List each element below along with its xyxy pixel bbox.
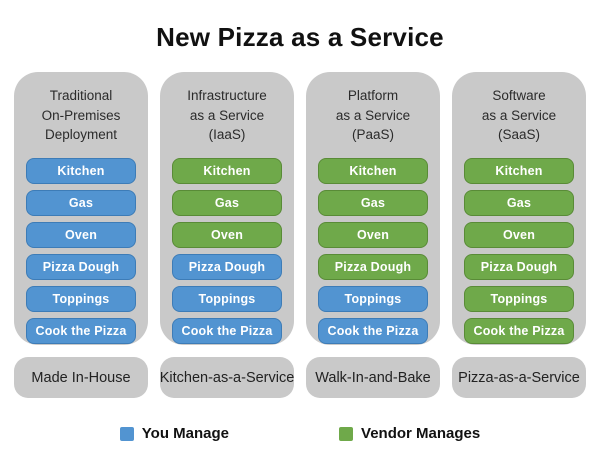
column-header-line: (PaaS)	[351, 127, 395, 142]
component-cook-the-pizza: Cook the Pizza	[464, 318, 574, 344]
column-header-line: (SaaS)	[497, 127, 541, 142]
component-pizza-dough: Pizza Dough	[318, 254, 428, 280]
component-kitchen: Kitchen	[464, 158, 574, 184]
component-pizza-dough: Pizza Dough	[172, 254, 282, 280]
vendor-manages-swatch-icon	[339, 426, 354, 441]
column-header: Infrastructure as a Service (IaaS)	[172, 86, 282, 144]
model-label-made-in-house: Made In-House	[14, 357, 148, 398]
column-header-line: Software	[492, 88, 546, 103]
model-label-kitchen-as-a-service: Kitchen-as-a-Service	[160, 357, 294, 398]
column-header-line: On-Premises	[41, 107, 121, 123]
component-kitchen: Kitchen	[318, 158, 428, 184]
component-gas: Gas	[464, 190, 574, 216]
column-header-line: Infrastructure	[187, 88, 267, 103]
column-header-line: (IaaS)	[208, 127, 246, 142]
component-toppings: Toppings	[172, 286, 282, 312]
column-header-line: as a Service	[335, 107, 411, 123]
component-gas: Gas	[26, 190, 136, 216]
column-header-line: as a Service	[481, 107, 557, 123]
model-label-walk-in-and-bake: Walk-In-and-Bake	[306, 357, 440, 398]
component-cook-the-pizza: Cook the Pizza	[318, 318, 428, 344]
component-oven: Oven	[318, 222, 428, 248]
component-cook-the-pizza: Cook the Pizza	[172, 318, 282, 344]
column-header: Software as a Service (SaaS)	[464, 86, 574, 144]
component-pizza-dough: Pizza Dough	[26, 254, 136, 280]
column-header-line: Deployment	[44, 127, 118, 142]
component-toppings: Toppings	[26, 286, 136, 312]
component-toppings: Toppings	[318, 286, 428, 312]
legend-item-you-manage: You Manage	[119, 425, 230, 442]
column-header-line: Platform	[347, 88, 399, 103]
component-toppings: Toppings	[464, 286, 574, 312]
legend-item-vendor-manages: Vendor Manages	[339, 425, 480, 442]
model-label-pizza-as-a-service: Pizza-as-a-Service	[452, 357, 586, 398]
component-cook-the-pizza: Cook the Pizza	[26, 318, 136, 344]
column-header-line: as a Service	[189, 107, 265, 123]
component-oven: Oven	[464, 222, 574, 248]
component-oven: Oven	[26, 222, 136, 248]
footers-row: Made In-House Kitchen-as-a-Service Walk-In…	[0, 357, 600, 398]
component-kitchen: Kitchen	[26, 158, 136, 184]
component-oven: Oven	[172, 222, 282, 248]
legend-label: You Manage	[141, 425, 230, 442]
component-gas: Gas	[318, 190, 428, 216]
component-gas: Gas	[172, 190, 282, 216]
page-title: New Pizza as a Service	[156, 22, 444, 52]
column-header-line: Traditional	[49, 88, 113, 103]
component-kitchen: Kitchen	[172, 158, 282, 184]
you-manage-swatch-icon	[119, 426, 134, 441]
legend-label: Vendor Manages	[361, 425, 481, 442]
component-pizza-dough: Pizza Dough	[464, 254, 574, 280]
legend: You Manage Vendor Manages	[0, 425, 600, 442]
column-header: Platform as a Service (PaaS)	[318, 86, 428, 144]
